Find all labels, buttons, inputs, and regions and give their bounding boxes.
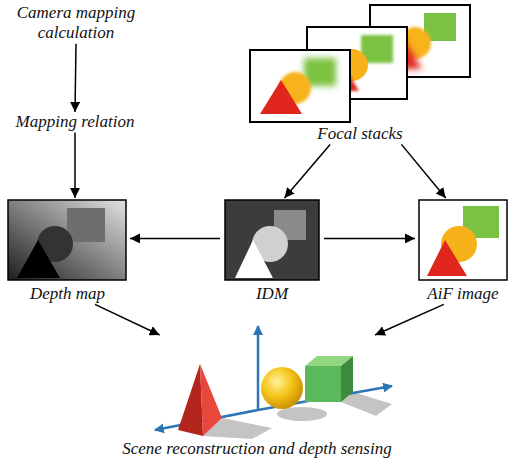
white-triangle [235,240,273,278]
figure-node: Focal stacks [245,3,475,144]
text-row: IDM [220,284,324,304]
text-row: Depth map [5,284,130,304]
node-illustration [415,198,511,284]
text-row: Scene reconstruction and depth sensing [100,439,414,459]
node-label: Focal stacks [317,124,402,144]
node-label: Scene reconstruction and depth sensing [122,439,391,459]
figure-node: Scene reconstruction and depth sensing [100,335,414,459]
node-illustration [220,198,324,284]
pyramid-face [200,364,222,436]
aif-ground [419,200,507,280]
node-label: AiF image [427,284,498,304]
text-row: Camera mapping calculation [2,3,150,44]
black-triangle [17,240,60,278]
flow-arrow [401,144,445,198]
depth-ground [8,200,126,280]
node-illustration [100,318,414,439]
idm-ground [225,200,319,280]
flow-arrow [375,304,444,335]
figure-node: Camera mapping calculation [2,3,150,44]
node-label: IDM [256,284,288,304]
frame-border [250,50,350,122]
axis-line [257,326,260,410]
gray-square [67,208,105,242]
flow-arrow [284,144,330,198]
flow-arrow [324,238,415,240]
flow-arrow [74,132,76,198]
node-illustration [245,3,475,124]
pyramid-face [178,364,203,436]
node-illustration [5,198,130,284]
figure-node: Depth map [5,198,130,304]
red-triangle [260,80,302,114]
flow-arrow [75,44,76,112]
flow-arrow [95,304,160,335]
cube-side [341,356,353,402]
flow-arrow [130,238,220,240]
text-row: AiF image [415,284,511,304]
figure-node: Mapping relation [5,112,145,132]
sphere-shadow [277,407,327,421]
figure-node: AiF image [415,198,511,304]
text-row: Focal stacks [245,124,475,144]
cube-front [305,366,341,402]
node-label: Camera mapping calculation [2,3,150,44]
figure-node: IDM [220,198,324,304]
red-triangle [427,240,467,276]
text-row: Mapping relation [5,112,145,132]
sphere [261,367,303,409]
focal-frame [250,50,350,122]
node-label: Depth map [30,284,105,304]
node-label: Mapping relation [16,112,135,132]
